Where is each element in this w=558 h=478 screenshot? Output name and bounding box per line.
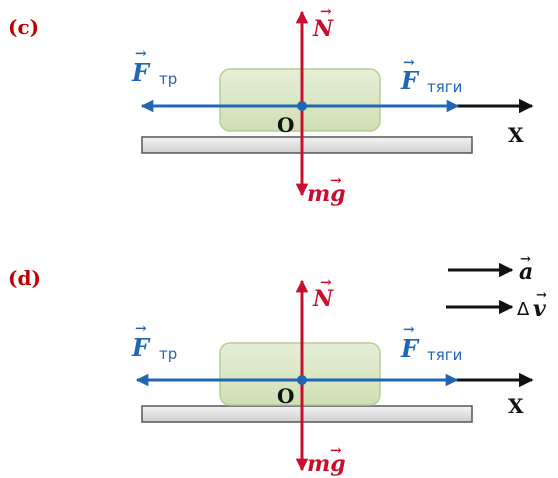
gravity-force-label: → mg xyxy=(307,443,346,477)
traction-force-subscript: тяги xyxy=(427,346,462,364)
vector-mark: → xyxy=(403,322,415,338)
traction-force-label: → F тяги xyxy=(400,55,462,96)
vector-mark: → xyxy=(330,443,342,459)
panel-label: (d) xyxy=(8,266,41,290)
panel-label: (c) xyxy=(8,15,39,39)
origin-point xyxy=(297,101,307,111)
friction-force-label: → F тр xyxy=(131,46,177,88)
vector-mark: → xyxy=(320,4,332,20)
vector-mark: → xyxy=(520,252,531,267)
normal-force-label: → N xyxy=(312,275,334,312)
vector-mark: → xyxy=(330,173,342,189)
friction-force-symbol: F xyxy=(131,333,151,362)
delta-v-label: Δ → v xyxy=(517,288,547,322)
origin-point xyxy=(297,375,307,385)
block xyxy=(219,68,381,132)
traction-force-subscript: тяги xyxy=(427,78,462,96)
gravity-force-label: → mg xyxy=(307,173,346,207)
traction-force-symbol: F xyxy=(400,334,420,363)
traction-force-label: → F тяги xyxy=(400,322,462,364)
origin-label: O xyxy=(277,384,294,408)
normal-force-label: → N xyxy=(312,4,334,42)
vector-mark: → xyxy=(536,288,547,303)
surface xyxy=(141,405,473,423)
delta-v-prefix: Δ xyxy=(517,299,530,320)
acceleration-label: → a xyxy=(519,252,533,285)
vector-mark: → xyxy=(135,46,147,62)
vector-mark: → xyxy=(403,55,415,71)
origin-label: O xyxy=(277,113,294,137)
friction-force-label: → F тр xyxy=(131,321,177,363)
gravity-force-symbol: mg xyxy=(307,451,346,477)
vector-mark: → xyxy=(320,275,332,291)
delta-v-symbol: v xyxy=(533,296,546,322)
axis-label: X xyxy=(508,123,524,147)
traction-force-symbol: F xyxy=(400,66,420,95)
normal-force-symbol: N xyxy=(312,286,334,312)
friction-force-symbol: F xyxy=(131,58,151,87)
vector-mark: → xyxy=(135,321,147,337)
friction-force-subscript: тр xyxy=(159,345,177,363)
gravity-force-symbol: mg xyxy=(307,181,346,207)
surface xyxy=(141,136,473,154)
panel-c: (c) X O → N → mg → F тр xyxy=(8,4,534,207)
panel-d: (d) → a Δ → v X O → xyxy=(8,252,547,477)
acceleration-symbol: a xyxy=(519,259,533,285)
normal-force-symbol: N xyxy=(312,16,334,42)
axis-label: X xyxy=(508,394,524,418)
block xyxy=(219,342,381,406)
friction-force-subscript: тр xyxy=(159,70,177,88)
